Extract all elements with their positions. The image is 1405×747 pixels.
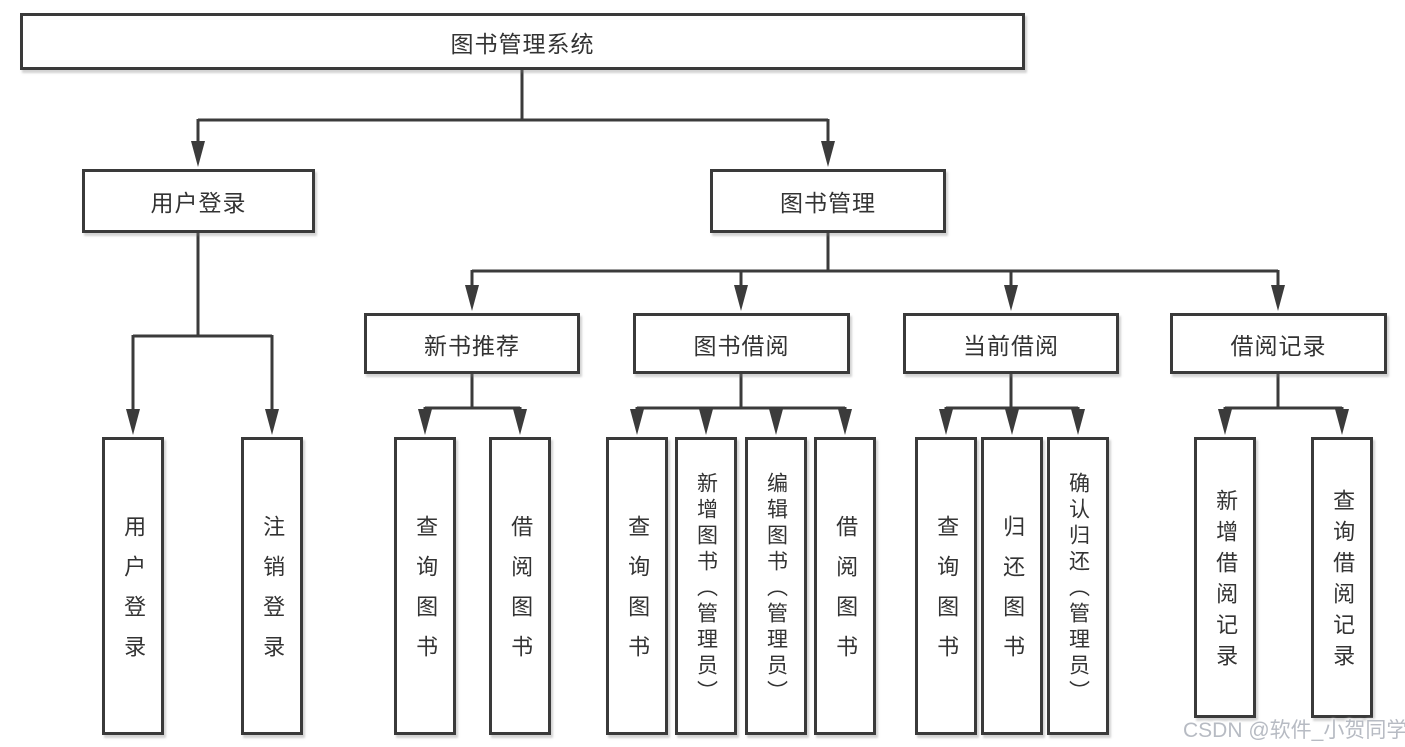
leaf-label: 用户登录	[121, 515, 147, 675]
leaf-query-borrow-record: 查询借阅记录	[1311, 437, 1373, 718]
leaf-add-borrow-record: 新增借阅记录	[1194, 437, 1256, 718]
leaf-query-books-recommend: 查询图书	[394, 437, 456, 735]
leaf-label: 注销登录	[260, 515, 286, 675]
node-borrowing-records: 借阅记录	[1170, 313, 1387, 374]
leaf-label: 新增借阅记录	[1213, 489, 1239, 675]
node-label: 借阅记录	[1230, 332, 1327, 359]
leaf-user-login: 用户登录	[102, 437, 164, 735]
leaf-query-books-current: 查询图书	[915, 437, 977, 735]
node-label: 图书管理	[780, 190, 876, 216]
leaf-logout: 注销登录	[241, 437, 303, 735]
node-current-borrowing: 当前借阅	[903, 313, 1119, 374]
node-book-management: 图书管理	[710, 169, 946, 233]
leaf-label: 确认归还（管理员）	[1066, 471, 1090, 706]
node-book-borrowing: 图书借阅	[633, 313, 850, 374]
leaf-label: 查询图书	[625, 515, 651, 675]
node-label: 图书管理系统	[450, 30, 595, 57]
leaf-label: 借阅图书	[508, 515, 534, 675]
leaf-borrow-books: 借阅图书	[814, 437, 876, 735]
leaf-query-books-borrowing: 查询图书	[606, 437, 668, 735]
node-user-login: 用户登录	[82, 169, 315, 233]
node-label: 当前借阅	[963, 332, 1059, 359]
node-label: 用户登录	[150, 190, 247, 216]
node-label: 图书借阅	[693, 332, 790, 359]
leaf-return-books: 归还图书	[981, 437, 1043, 735]
node-root-library-system: 图书管理系统	[20, 13, 1025, 70]
leaf-edit-books-admin: 编辑图书（管理员）	[745, 437, 807, 735]
node-new-book-recommend: 新书推荐	[364, 313, 580, 374]
leaf-label: 查询借阅记录	[1330, 489, 1356, 675]
leaf-label: 归还图书	[1000, 515, 1026, 675]
leaf-add-books-admin: 新增图书（管理员）	[675, 437, 737, 735]
leaf-borrow-books-recommend: 借阅图书	[489, 437, 551, 735]
leaf-label: 查询图书	[413, 515, 439, 675]
leaf-confirm-return-admin: 确认归还（管理员）	[1047, 437, 1109, 735]
leaf-label: 借阅图书	[833, 515, 859, 675]
csdn-watermark: CSDN @软件_小贺同学	[1183, 719, 1405, 742]
node-label: 新书推荐	[424, 332, 520, 359]
leaf-label: 新增图书（管理员）	[694, 471, 718, 706]
leaf-label: 查询图书	[934, 515, 960, 675]
leaf-label: 编辑图书（管理员）	[764, 471, 788, 706]
